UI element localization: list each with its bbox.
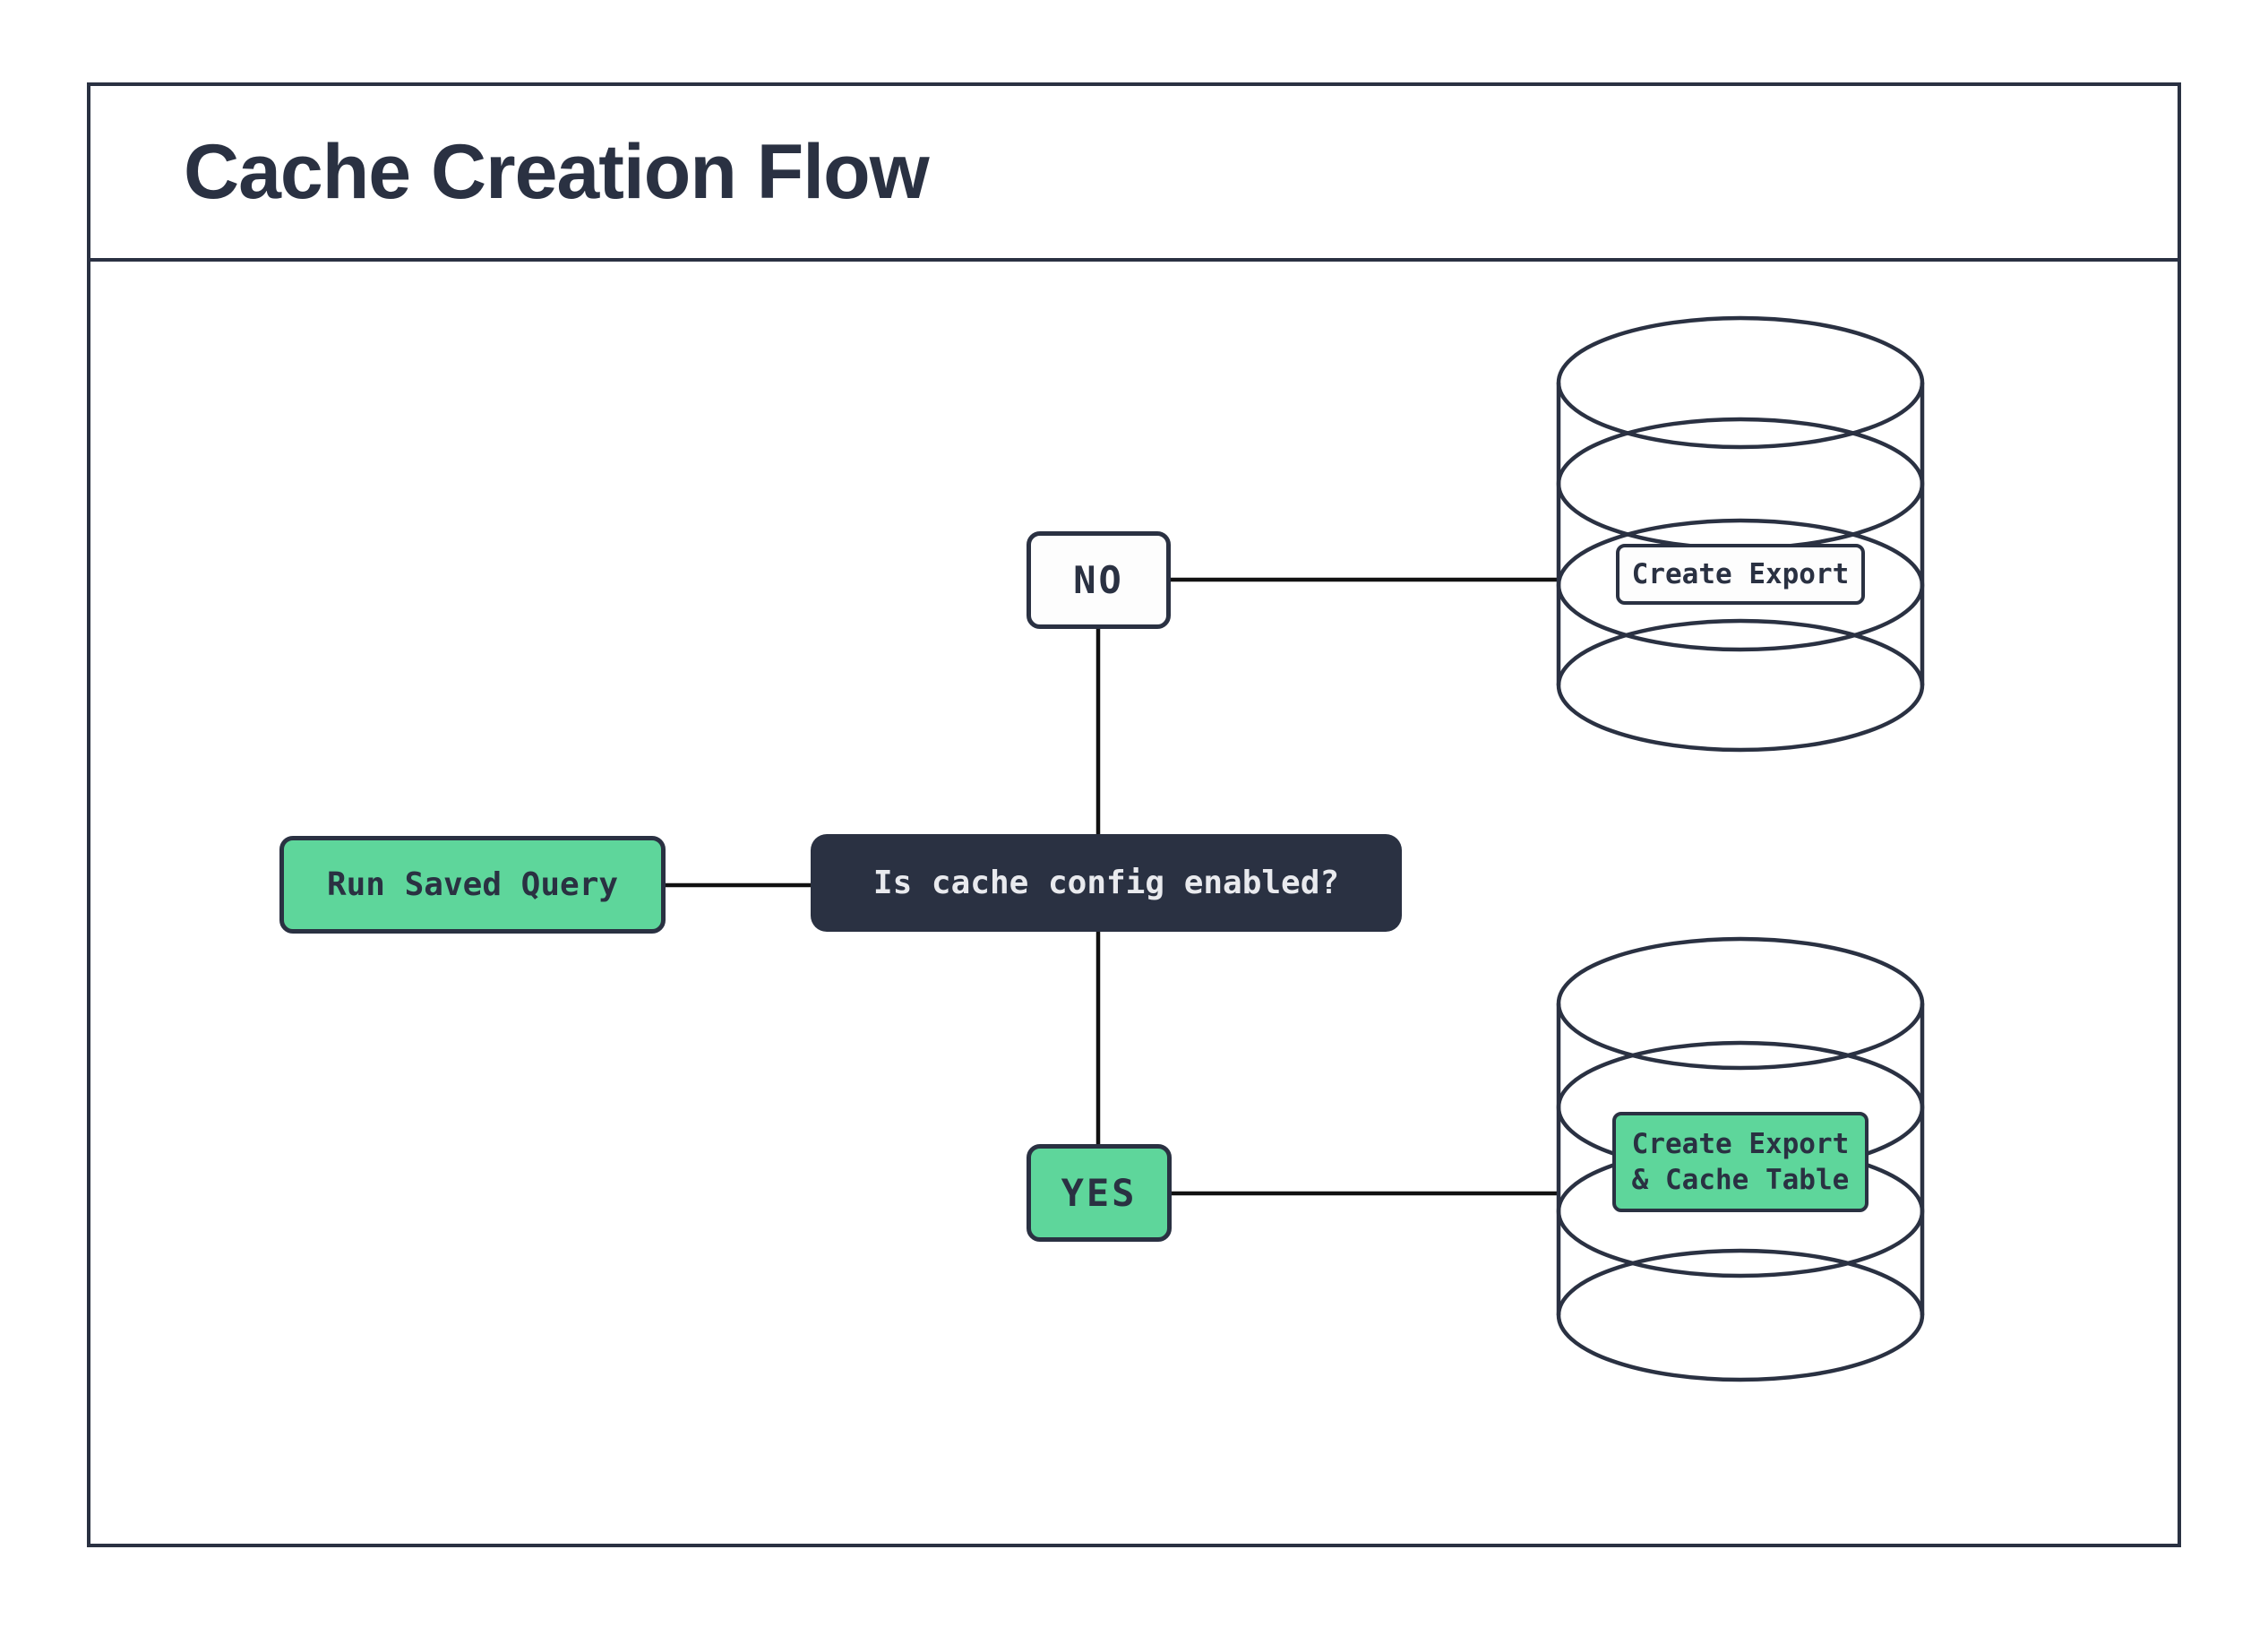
node-run-saved-query-label: Run Saved Query (326, 866, 619, 903)
database-label-create-export: Create Export (1616, 544, 1865, 605)
page-title: Cache Creation Flow (184, 128, 930, 215)
database-label-cache-line1: Create Export (1631, 1127, 1850, 1160)
node-cache-config-condition: Is cache config enabled? (811, 834, 1402, 932)
node-branch-yes: YES (1027, 1144, 1172, 1242)
node-condition-label: Is cache config enabled? (872, 865, 1340, 901)
database-label-cache-line2: & Cache Table (1631, 1164, 1850, 1196)
diagram-frame: Cache Creation Flow (87, 82, 2181, 1547)
node-branch-no-label: NO (1073, 558, 1124, 602)
database-label-create-export-text: Create Export (1631, 558, 1850, 590)
node-branch-no: NO (1027, 531, 1171, 629)
node-run-saved-query: Run Saved Query (279, 836, 666, 934)
node-branch-yes-label: YES (1061, 1171, 1138, 1215)
database-label-create-export-cache-table: Create Export & Cache Table (1612, 1112, 1869, 1212)
header: Cache Creation Flow (90, 86, 2178, 262)
